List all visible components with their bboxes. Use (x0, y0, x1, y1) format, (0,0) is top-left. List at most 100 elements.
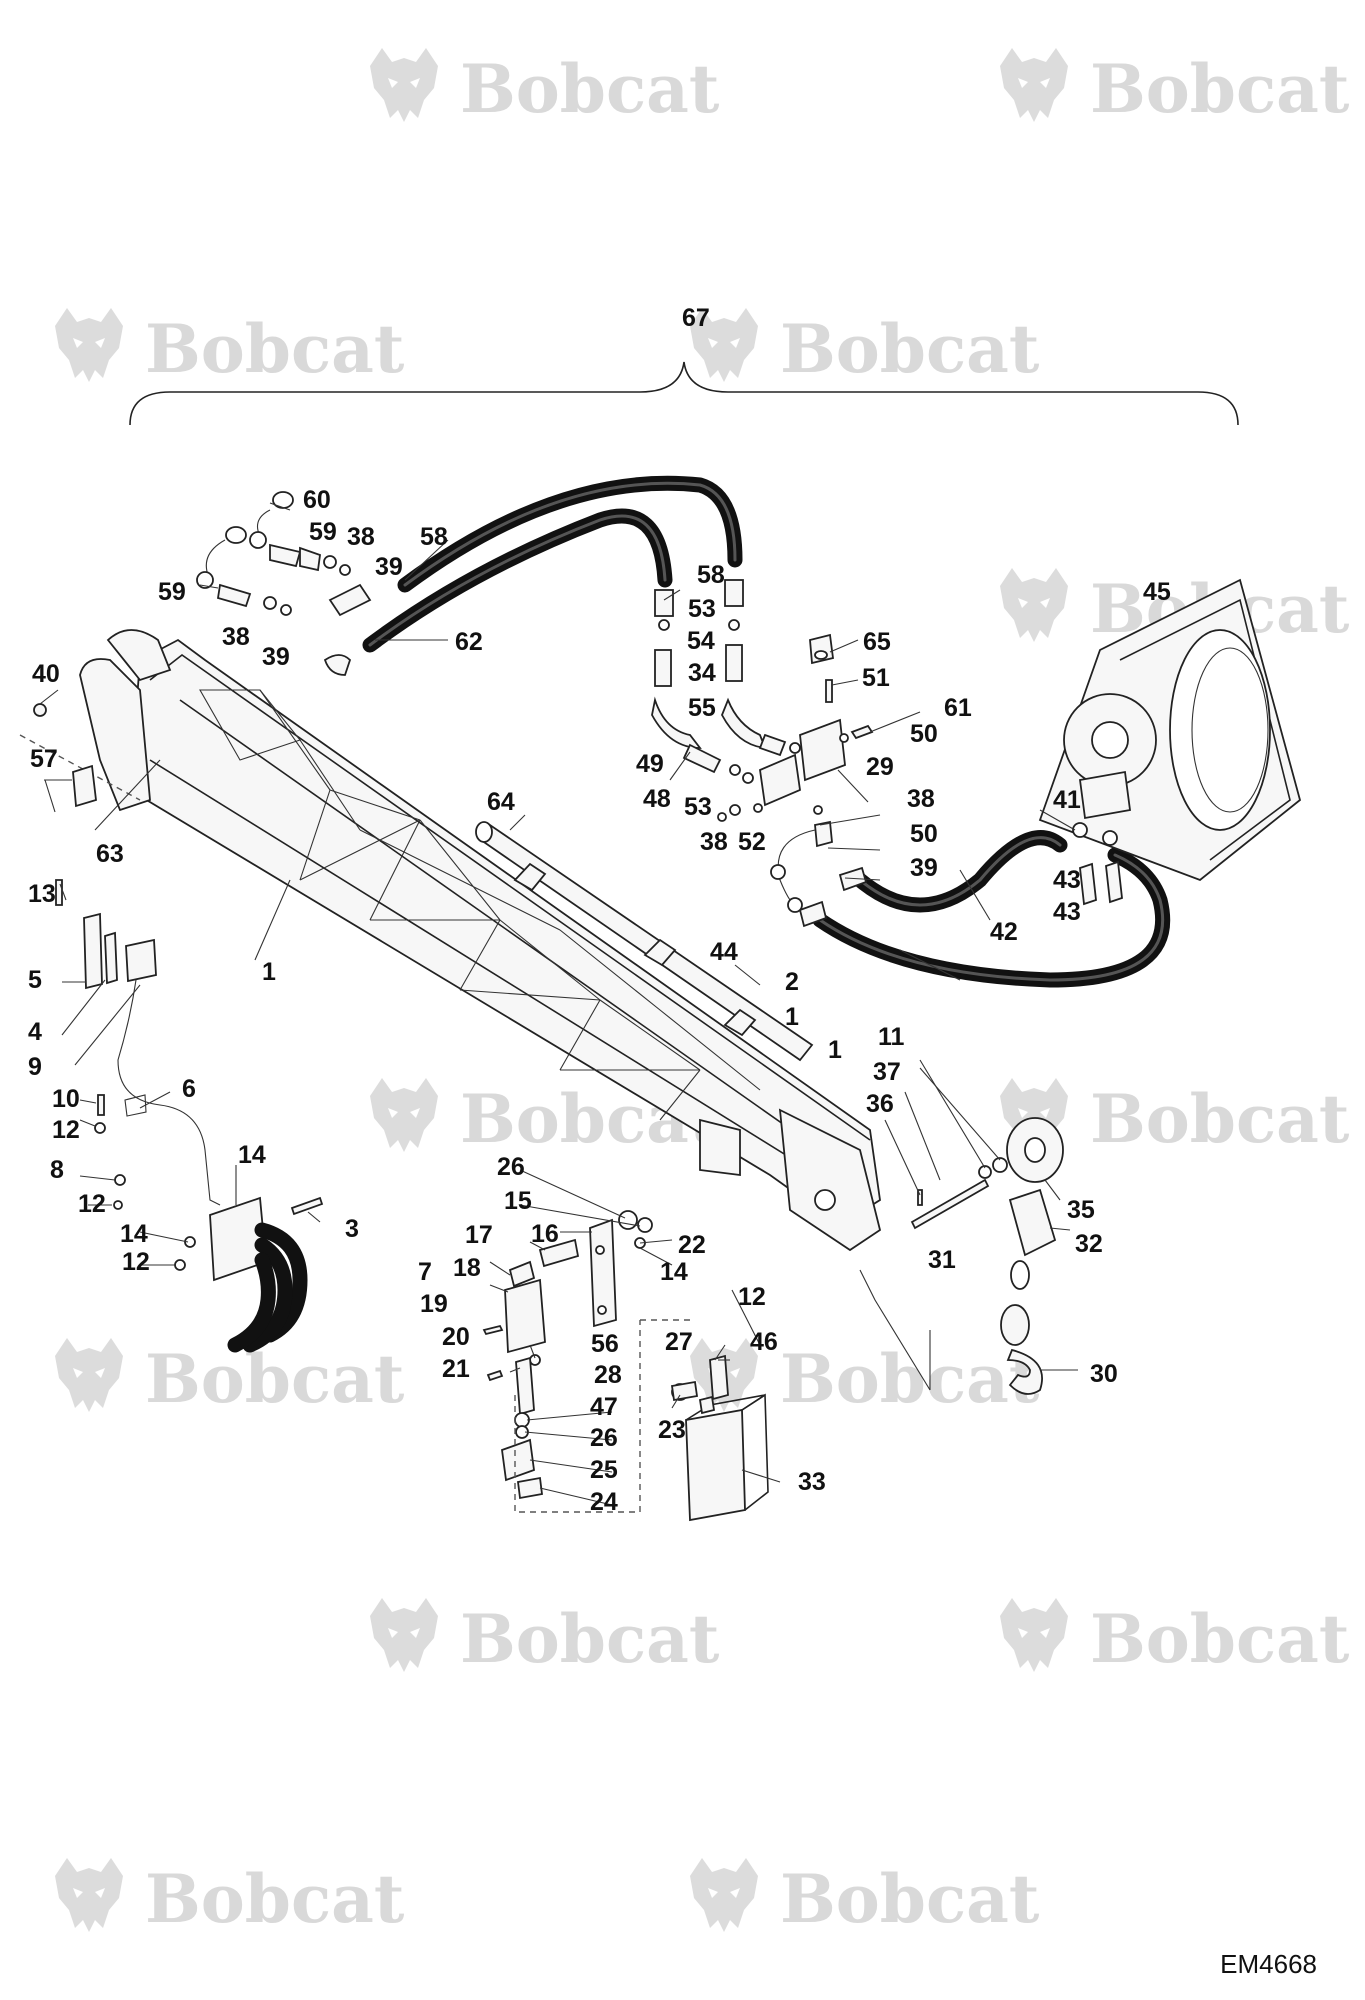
callout-17: 17 (465, 1221, 493, 1249)
callout-4: 4 (28, 1018, 42, 1046)
valve-blocks (717, 633, 874, 848)
callout-53: 53 (688, 595, 716, 623)
callout-1: 1 (262, 958, 276, 986)
kit-bracket (129, 361, 1239, 426)
callout-40: 40 (32, 660, 60, 688)
callout-46: 46 (750, 1328, 778, 1356)
callout-45: 45 (1143, 578, 1171, 606)
callout-13: 13 (28, 880, 56, 908)
watermark: Bobcat (690, 1858, 1040, 1938)
callout-23: 23 (658, 1416, 686, 1444)
watermark-text: Bobcat (780, 1340, 1040, 1418)
pulley-hook (910, 1117, 1064, 1395)
callout-52: 52 (738, 828, 766, 856)
callout-37: 37 (873, 1058, 901, 1086)
bobcat-logo-icon (55, 308, 123, 382)
callout-39: 39 (262, 643, 290, 671)
callout-32: 32 (1075, 1230, 1103, 1258)
left-parts (19, 703, 221, 1271)
callout-62: 62 (455, 628, 483, 656)
callout-48: 48 (643, 785, 671, 813)
callout-57: 57 (30, 745, 58, 773)
callout-33: 33 (798, 1468, 826, 1496)
callout-8: 8 (50, 1156, 64, 1184)
watermark: Bobcat (690, 308, 1040, 388)
callout-7: 7 (418, 1258, 432, 1286)
callout-12: 12 (78, 1190, 106, 1218)
fitting-stack-center (651, 579, 801, 784)
watermark-text: Bobcat (780, 1860, 1040, 1938)
callout-22: 22 (678, 1231, 706, 1259)
bobcat-logo-icon (1000, 48, 1068, 122)
callout-2: 2 (785, 968, 799, 996)
watermark: Bobcat (1000, 48, 1350, 128)
callout-14: 14 (120, 1220, 148, 1248)
bobcat-logo-icon (370, 48, 438, 122)
callout-38: 38 (907, 785, 935, 813)
lower-center-parts (482, 1210, 690, 1513)
bobcat-logo-icon (55, 1858, 123, 1932)
callout-59: 59 (158, 578, 186, 606)
callout-67: 67 (682, 304, 710, 332)
callout-19: 19 (420, 1290, 448, 1318)
reference-code: EM4668 (1220, 1949, 1317, 1979)
callout-27: 27 (665, 1328, 693, 1356)
callout-35: 35 (1067, 1196, 1095, 1224)
callout-56: 56 (591, 1330, 619, 1358)
bobcat-logo-icon (370, 1078, 438, 1152)
callout-53: 53 (684, 793, 712, 821)
callout-5: 5 (28, 966, 42, 994)
boom-frame (79, 629, 882, 1252)
callout-49: 49 (636, 750, 664, 778)
callout-21: 21 (442, 1355, 470, 1383)
watermark-text: Bobcat (460, 50, 720, 128)
watermark-text: Bobcat (780, 310, 1040, 388)
callout-47: 47 (590, 1393, 618, 1421)
watermark: Bobcat (1000, 1598, 1350, 1678)
watermark: Bobcat (55, 308, 405, 388)
callout-59: 59 (309, 518, 337, 546)
callout-12: 12 (738, 1283, 766, 1311)
callout-41: 41 (1053, 786, 1081, 814)
callout-1: 1 (828, 1036, 842, 1064)
callout-39: 39 (375, 553, 403, 581)
callout-31: 31 (928, 1246, 956, 1274)
watermark: Bobcat (370, 1598, 720, 1678)
winch-assembly (1038, 578, 1302, 906)
callout-38: 38 (222, 623, 250, 651)
callout-12: 12 (122, 1248, 150, 1276)
callout-12: 12 (52, 1116, 80, 1144)
callout-55: 55 (688, 694, 716, 722)
callout-42: 42 (990, 918, 1018, 946)
watermark-text: Bobcat (1090, 1080, 1350, 1158)
callout-43: 43 (1053, 898, 1081, 926)
callout-54: 54 (687, 627, 715, 655)
control-box (209, 1196, 324, 1353)
watermark-text: Bobcat (460, 1600, 720, 1678)
callout-1: 1 (785, 1003, 799, 1031)
callout-9: 9 (28, 1053, 42, 1081)
watermark-text: Bobcat (1090, 1600, 1350, 1678)
bobcat-logo-icon (1000, 1598, 1068, 1672)
callout-26: 26 (497, 1153, 525, 1181)
callout-28: 28 (594, 1361, 622, 1389)
watermark-text: Bobcat (145, 1860, 405, 1938)
callout-24: 24 (590, 1488, 618, 1516)
callout-60: 60 (303, 486, 331, 514)
callout-6: 6 (182, 1075, 196, 1103)
callout-38: 38 (700, 828, 728, 856)
bobcat-logo-icon (370, 1598, 438, 1672)
callout-26: 26 (590, 1424, 618, 1452)
bobcat-logo-icon (55, 1338, 123, 1412)
hose-group-upper (323, 475, 743, 676)
callout-39: 39 (910, 854, 938, 882)
fitting-cluster-left (196, 491, 351, 616)
callout-51: 51 (862, 664, 890, 692)
callout-34: 34 (688, 659, 716, 687)
callout-38: 38 (347, 523, 375, 551)
callout-3: 3 (345, 1215, 359, 1243)
callout-25: 25 (590, 1456, 618, 1484)
weight-block (670, 1354, 769, 1522)
